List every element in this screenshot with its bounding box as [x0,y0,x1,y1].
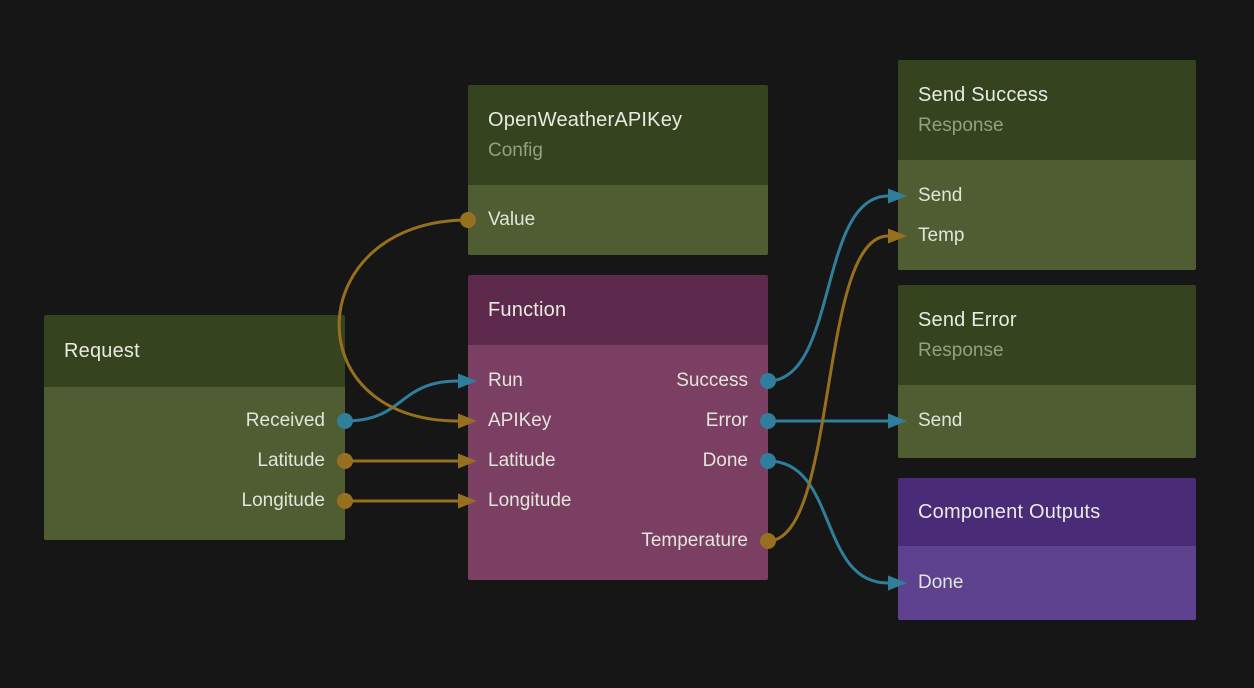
port-arrow-function-run[interactable] [458,373,477,389]
port-arrow-send-success-temp[interactable] [888,228,907,244]
port-label-function-run: Run [488,370,523,391]
port-label-request-latitude: Latitude [257,450,325,471]
edge-function.temperature-to-send-success.temp[interactable] [767,234,889,543]
port-arrow-function-latitude[interactable] [458,453,477,469]
node-title: Send Error [918,308,1017,331]
port-dot-request-received[interactable] [337,413,353,429]
node-body[interactable] [898,546,1196,620]
port-arrow-function-apikey[interactable] [458,413,477,429]
port-arrow-send-error-send[interactable] [888,413,907,429]
port-arrow-send-success-send[interactable] [888,188,907,204]
port-label-component-outputs-done: Done [918,572,964,593]
edge-function.success-to-send-success.send[interactable] [767,194,889,383]
node-header[interactable]: Function [468,275,768,345]
node-header[interactable]: Request [44,315,345,387]
port-dot-request-latitude[interactable] [337,453,353,469]
port-label-function-done: Done [702,450,748,471]
node-subtitle: Response [918,114,1004,136]
port-dot-function-done[interactable] [760,453,776,469]
port-dot-request-longitude[interactable] [337,493,353,509]
port-label-request-received: Received [245,410,325,431]
node-title: Request [64,339,140,362]
port-label-function-longitude: Longitude [488,490,572,511]
node-body[interactable] [898,160,1196,270]
port-label-function-error: Error [705,410,748,431]
node-body[interactable] [468,345,768,580]
port-label-function-latitude: Latitude [488,450,556,471]
port-label-send-success-temp: Temp [918,225,965,246]
edge-request.received-to-function.run[interactable] [344,379,459,423]
port-label-function-success: Success [676,370,748,391]
port-arrow-component-outputs-done[interactable] [888,575,907,591]
edge-function.done-to-component-outputs.done[interactable] [767,459,889,585]
port-dot-openweather-apikey-value[interactable] [460,212,476,228]
port-dot-function-success[interactable] [760,373,776,389]
node-title: Send Success [918,83,1049,106]
port-label-send-success-send: Send [918,185,963,206]
port-arrow-function-longitude[interactable] [458,493,477,509]
edge-openweather-apikey.value-to-function.apikey[interactable] [337,218,469,423]
node-body[interactable] [468,185,768,255]
node-title: OpenWeatherAPIKey [488,108,683,131]
port-label-request-longitude: Longitude [241,490,325,511]
port-label-send-error-send: Send [918,410,963,431]
port-dot-function-temperature[interactable] [760,533,776,549]
port-label-function-apikey: APIKey [488,410,552,431]
node-subtitle: Config [488,139,543,161]
port-label-function-temperature: Temperature [641,530,748,551]
node-body[interactable] [44,387,345,540]
port-label-openweather-apikey-value: Value [488,209,536,230]
node-title: Component Outputs [918,500,1101,523]
node-component-outputs[interactable]: Done Component Outputs [898,478,1196,620]
port-dot-function-error[interactable] [760,413,776,429]
node-title: Function [488,298,567,321]
node-subtitle: Response [918,339,1004,361]
node-header[interactable]: Component Outputs [898,478,1196,546]
node-body[interactable] [898,385,1196,458]
